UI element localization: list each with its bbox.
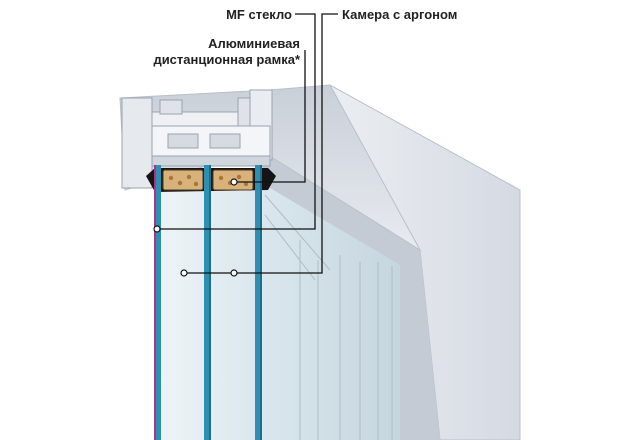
glass-unit-body [155, 185, 400, 440]
frame-profile-section [121, 89, 273, 189]
glass-pane-outer [154, 165, 161, 440]
glass-pane-middle [204, 165, 211, 440]
frame-inner-return [260, 150, 440, 440]
glass-pane-inner [255, 165, 262, 440]
callout-dots [153, 178, 238, 277]
label-spacer-line1: Алюминиевая [208, 36, 300, 51]
callout-lines [157, 13, 338, 274]
label-argon-chamber: Камера с аргоном [342, 7, 458, 22]
label-mf-glass: MF стекло [226, 7, 292, 22]
aluminium-spacer-left [162, 169, 204, 191]
label-spacer-line2: дистанционная рамка* [153, 52, 300, 67]
